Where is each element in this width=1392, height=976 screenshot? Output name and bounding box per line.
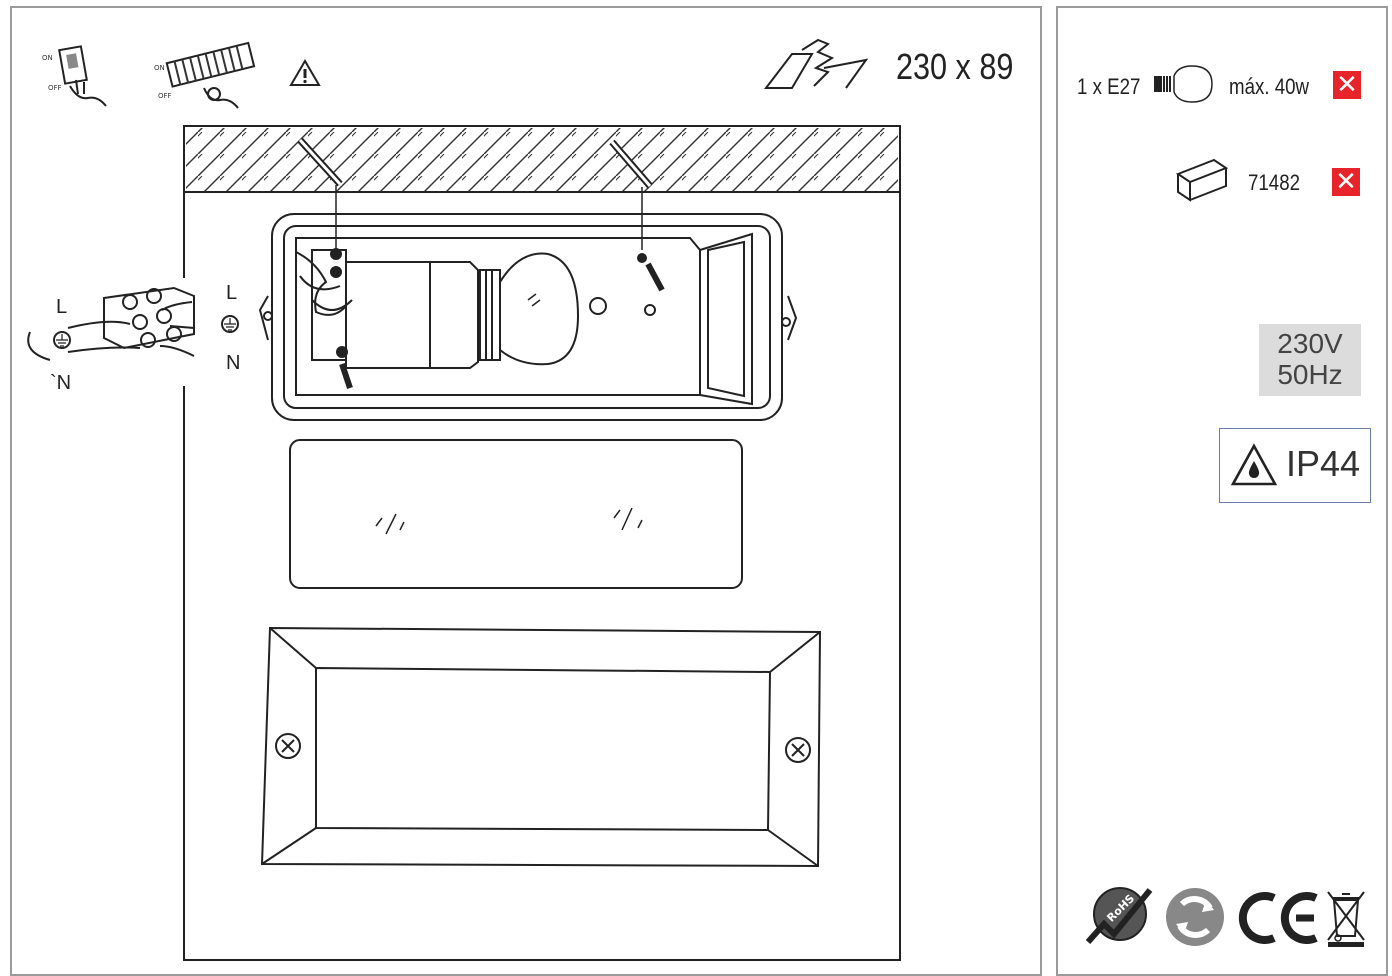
warning-icon: [289, 59, 321, 86]
ip-rating-badge: IP44: [1219, 428, 1371, 503]
wall-anchor-right: [609, 139, 653, 250]
ground-symbol-right: [221, 315, 239, 333]
rohs-icon: RoHS: [1085, 887, 1153, 944]
svg-text:OFF: OFF: [48, 84, 62, 92]
svg-text:ON: ON: [154, 64, 165, 72]
ce-mark-icon: [1238, 892, 1318, 944]
bulb-icon: [1154, 65, 1213, 103]
red-x-icon: ✕: [1332, 168, 1360, 196]
ground-symbol-left: [53, 331, 71, 349]
wall-mount-icon: [763, 38, 869, 89]
front-frame: [260, 626, 822, 868]
water-warning-icon: [1230, 443, 1278, 486]
weee-bin-icon: [1327, 891, 1365, 947]
max-wattage-label: máx. 40w: [1229, 74, 1310, 99]
red-x-icon: ✕: [1333, 71, 1361, 99]
wall-section: [186, 128, 898, 192]
glass-diffuser: [289, 439, 743, 589]
specs-panel: [1056, 6, 1388, 976]
voltage-label: 230V: [1277, 328, 1343, 359]
svg-text:OFF: OFF: [158, 92, 172, 100]
dimensions-label: 230 x 89: [896, 46, 1014, 87]
voltage-badge: 230V 50Hz: [1259, 324, 1361, 396]
recycle-icon: [1166, 888, 1224, 946]
wall-anchor-left: [297, 137, 343, 250]
switch-off-icon: ON OFF: [42, 45, 107, 107]
lamp-exploded-drawing: [183, 125, 901, 961]
bulb-socket-label: 1 x E27: [1077, 74, 1141, 99]
live-label-right: L: [226, 282, 238, 304]
neutral-label-right: N: [226, 352, 241, 374]
neutral-label-left: `N: [50, 372, 72, 394]
terminal-block-icon: ON OFF: [154, 41, 256, 109]
terminal-connector-drawing: [27, 286, 239, 361]
lamp-housing: [258, 213, 798, 421]
frequency-label: 50Hz: [1277, 359, 1343, 390]
svg-text:ON: ON: [42, 54, 53, 62]
ip-rating-label: IP44: [1286, 443, 1361, 484]
article-code-label: 71482: [1248, 170, 1301, 195]
box-icon: [1175, 158, 1229, 202]
live-label-left: L: [56, 296, 68, 318]
